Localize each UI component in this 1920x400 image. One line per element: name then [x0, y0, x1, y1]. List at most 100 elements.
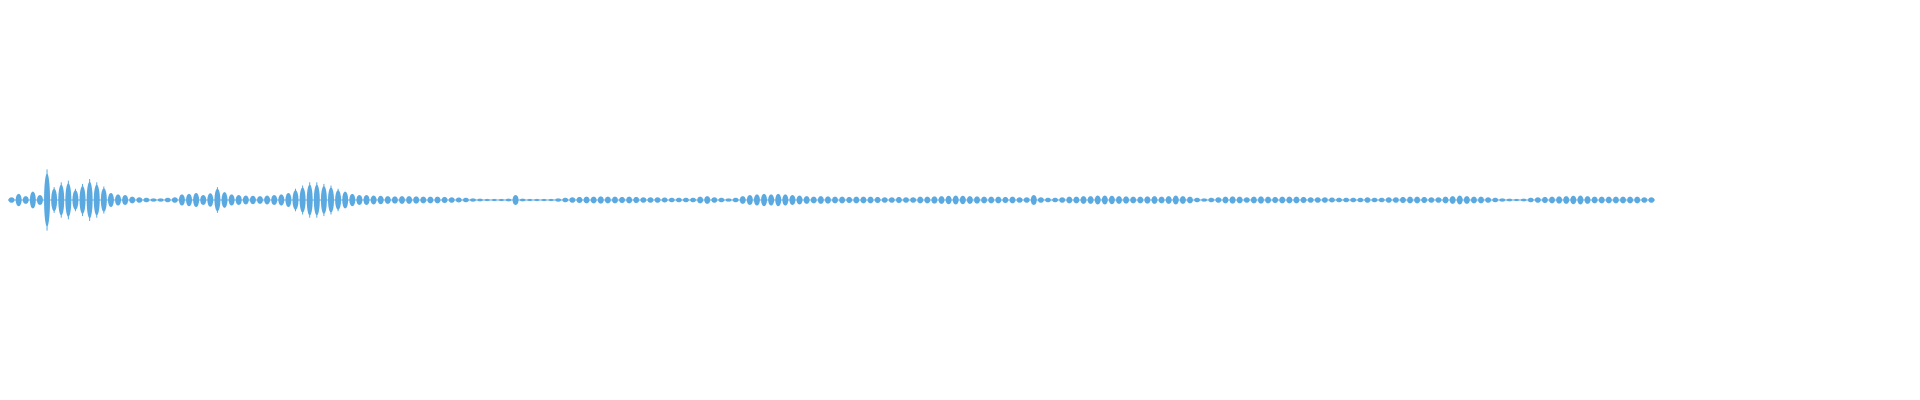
waveform-bar: [1541, 196, 1548, 204]
waveform-bar: [810, 196, 817, 204]
waveform-bar: [448, 197, 455, 203]
waveform-bar: [1201, 198, 1208, 202]
waveform-bar: [917, 196, 924, 204]
waveform-bar: [143, 197, 150, 203]
waveform-bar: [1563, 196, 1570, 204]
waveform-bar: [1073, 196, 1080, 204]
waveform-bar: [1037, 197, 1044, 203]
waveform-bar: [590, 196, 597, 204]
waveform-bar: [1371, 197, 1378, 203]
waveform-bar: [1194, 197, 1201, 203]
waveform-bar: [391, 196, 398, 204]
waveform-bar: [1243, 197, 1250, 203]
waveform-bar: [1144, 196, 1151, 204]
waveform-bar: [356, 194, 363, 206]
waveform-bar: [626, 196, 633, 204]
waveform-bar: [1286, 196, 1293, 204]
waveform-bar: [1414, 196, 1421, 204]
waveform-bar: [1499, 198, 1506, 202]
waveform-bar: [576, 196, 583, 204]
waveform-bar: [988, 196, 995, 204]
waveform-bar: [278, 194, 285, 206]
waveform-bar: [271, 194, 278, 206]
waveform-bar: [1293, 196, 1300, 204]
waveform-bar: [633, 196, 640, 204]
waveform-bar: [739, 196, 746, 204]
waveform-bar: [363, 194, 370, 206]
waveform-bar: [484, 198, 491, 202]
waveform-bar: [874, 196, 881, 204]
waveform-bar: [753, 194, 760, 206]
waveform-bar: [711, 197, 718, 203]
waveform-bar: [1158, 196, 1165, 204]
waveform-bar: [895, 196, 902, 204]
waveform-bar: [1101, 195, 1108, 205]
waveform-bar: [583, 196, 590, 204]
waveform-bar: [470, 198, 476, 202]
waveform-bar: [910, 197, 917, 203]
waveform-bar: [690, 197, 697, 203]
waveform-bar: [1612, 196, 1619, 204]
waveform-bar: [1584, 196, 1591, 204]
waveform-bar: [1066, 196, 1073, 204]
waveform-bar: [498, 198, 505, 202]
waveform-bar: [966, 196, 973, 204]
waveform-bar: [434, 196, 441, 204]
waveform-bar: [981, 196, 988, 204]
waveform-bar: [1456, 195, 1463, 205]
waveform-bar: [846, 196, 853, 204]
waveform-bar: [1620, 196, 1626, 204]
waveform-bar: [945, 195, 952, 205]
waveform-bar: [1492, 197, 1499, 203]
waveform-bar: [540, 198, 547, 202]
waveform-bar: [1478, 196, 1485, 204]
waveform-bar: [555, 198, 562, 202]
waveform-bar: [1279, 196, 1286, 204]
waveform-bar: [1442, 196, 1449, 204]
waveform-bar: [107, 193, 114, 207]
waveform-bar: [1350, 197, 1357, 203]
waveform-bar: [1577, 195, 1584, 205]
waveform-bar: [1392, 197, 1399, 203]
waveform-bar: [1116, 196, 1122, 204]
waveform-bar: [796, 195, 803, 205]
waveform-bar: [853, 196, 860, 204]
waveform-bar: [512, 194, 519, 206]
waveform-bar: [1002, 196, 1009, 204]
waveform-bar: [569, 197, 576, 203]
waveform-bar: [157, 198, 164, 202]
waveform-bar: [505, 198, 512, 202]
waveform-bar: [1215, 197, 1222, 203]
waveform-bar: [164, 197, 171, 203]
waveform-bar: [668, 197, 675, 203]
waveform-bar: [1045, 197, 1051, 203]
waveform-bar: [817, 196, 824, 204]
waveform-bar: [1250, 196, 1257, 204]
waveform-bar: [1527, 197, 1534, 203]
waveform-bar: [1172, 195, 1179, 205]
waveform-bar: [881, 197, 888, 203]
waveform-bar: [1165, 196, 1172, 204]
waveform-bar: [384, 196, 391, 204]
waveform-bar: [406, 196, 413, 204]
waveform-bar: [959, 195, 966, 205]
waveform-bar: [235, 194, 242, 206]
waveform-bar: [1421, 196, 1428, 204]
waveform-bar: [1570, 195, 1577, 205]
waveform-bar: [832, 196, 839, 204]
waveform-bar: [1605, 196, 1612, 204]
waveform-bar: [1030, 194, 1037, 206]
waveform-bar: [171, 197, 178, 203]
waveform-bar: [413, 196, 420, 204]
waveform-bar: [839, 196, 846, 204]
waveform-bar: [1307, 197, 1314, 203]
waveform-bar: [1485, 197, 1492, 203]
waveform-bar: [974, 196, 980, 204]
waveform-bar: [924, 196, 931, 204]
waveform-bar: [122, 194, 129, 206]
waveform-bar: [704, 196, 711, 204]
waveform-bar: [1343, 197, 1350, 203]
waveform-bar: [1470, 196, 1477, 204]
